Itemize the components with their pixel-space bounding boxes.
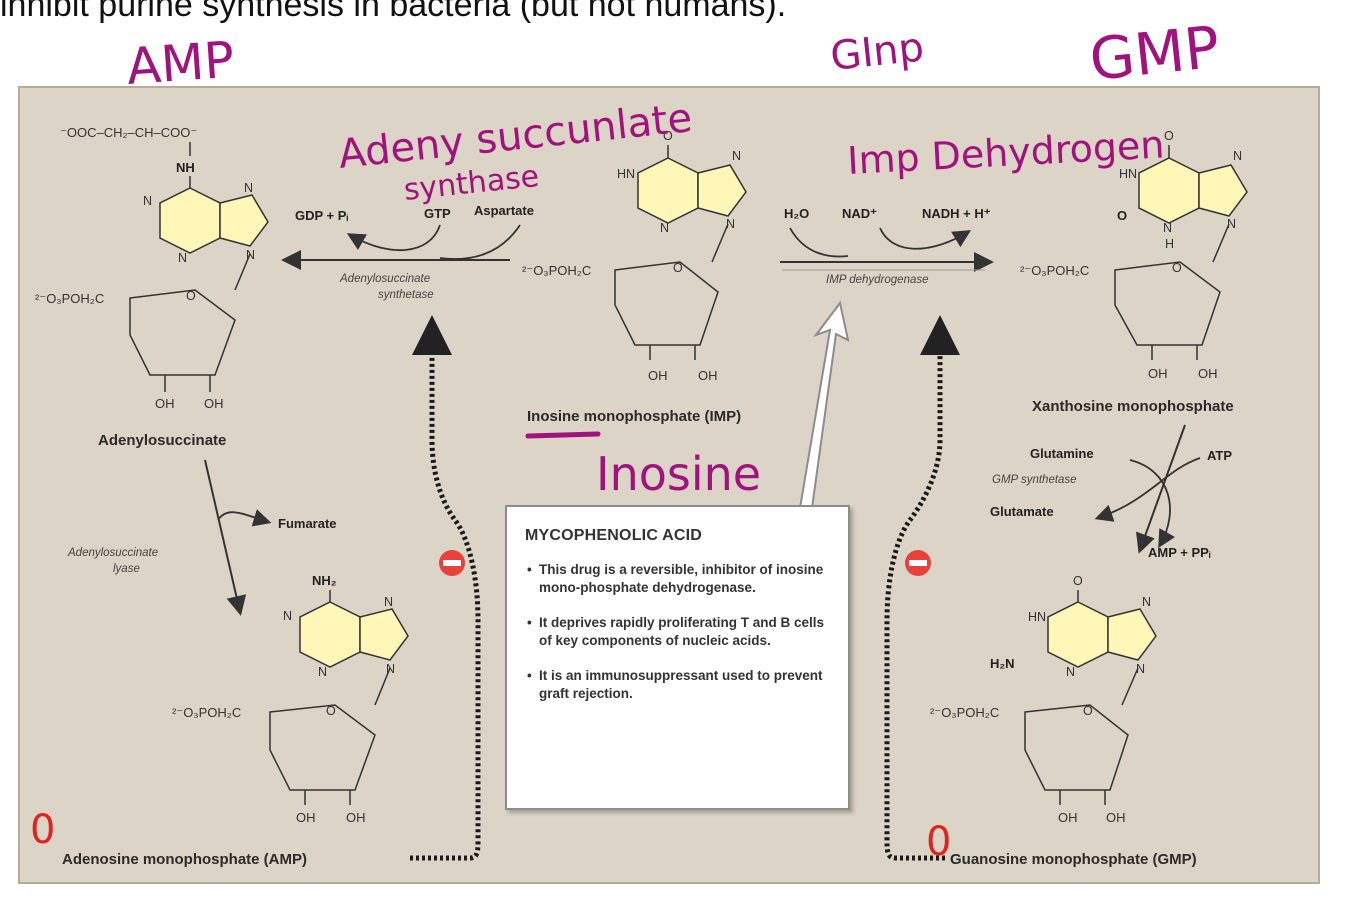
amp-ppi-label: AMP + PPᵢ xyxy=(1148,545,1211,560)
glutamate-label: Glutamate xyxy=(990,504,1054,519)
svg-text:O: O xyxy=(1073,574,1083,588)
svg-text:N: N xyxy=(1233,149,1242,163)
handwritten-gmp: GMP xyxy=(1086,13,1222,94)
svg-text:HN: HN xyxy=(1119,167,1137,181)
svg-text:N: N xyxy=(283,609,292,623)
svg-text:N: N xyxy=(726,217,735,231)
svg-text:N: N xyxy=(246,248,255,262)
imp-phosphate: ²⁻O₃POH₂C xyxy=(522,263,591,278)
aspartate-label: Aspartate xyxy=(474,203,534,218)
svg-text:N: N xyxy=(318,665,327,679)
svg-text:HN: HN xyxy=(617,167,635,181)
adenylosuccinate-label: Adenylosuccinate xyxy=(98,432,226,449)
handwritten-inosine: Inosine xyxy=(596,447,761,501)
imp-dehydrogenase-enzyme: IMP dehydrogenase xyxy=(826,274,929,286)
svg-text:N: N xyxy=(1163,221,1172,235)
gmp-synthetase-enzyme: GMP synthetase xyxy=(992,474,1077,486)
svg-text:N: N xyxy=(178,251,187,265)
h2o-label: H₂O xyxy=(784,206,809,221)
adenylosuccinate-side-chain: ⁻OOC–CH₂–CH–COO⁻ xyxy=(60,125,197,140)
adenylosuccinate-synthetase-enzyme-line1: Adenylosuccinate xyxy=(339,273,430,285)
xmp-oh1: OH xyxy=(1148,366,1168,381)
slide-header-text: inhibit purine synthesis in bacteria (bu… xyxy=(0,0,787,24)
xmp-oh2: OH xyxy=(1198,366,1218,381)
svg-text:O: O xyxy=(326,704,336,718)
svg-text:O: O xyxy=(1083,704,1093,718)
fumarate-label: Fumarate xyxy=(278,516,337,531)
imp-label: Inosine monophosphate (IMP) xyxy=(527,408,741,425)
imp-structure: O HN N N N ²⁻O₃POH₂C O OH OH xyxy=(522,129,747,383)
svg-text:N: N xyxy=(1066,665,1075,679)
gmp-feedback-inhibition xyxy=(884,315,960,861)
svg-text:O: O xyxy=(1164,129,1174,143)
xmp-phosphate: ²⁻O₃POH₂C xyxy=(1020,263,1089,278)
nadh-label: NADH + H⁺ xyxy=(922,206,991,221)
atp-label: ATP xyxy=(1207,448,1232,463)
nad-label: NAD⁺ xyxy=(842,206,877,221)
gmp-h2n: H₂N xyxy=(990,656,1015,671)
imp-dehydrogenase-reaction: H₂O NAD⁺ NADH + H⁺ IMP dehydrogenase xyxy=(780,206,994,286)
gmp-label: Guanosine monophosphate (GMP) xyxy=(950,851,1197,868)
amp-oh1: OH xyxy=(296,810,316,825)
glutamine-label: Glutamine xyxy=(1030,446,1094,461)
imp-oh1: OH xyxy=(648,368,668,383)
info-box-bullets: This drug is a reversible, inhibitor of … xyxy=(525,561,834,703)
svg-text:N: N xyxy=(384,595,393,609)
adenylosuccinate-phosphate: ²⁻O₃POH₂C xyxy=(35,291,104,306)
adenylosuccinate-lyase-reaction: Fumarate Adenylosuccinate lyase xyxy=(67,459,337,616)
info-box-title: MYCOPHENOLIC ACID xyxy=(525,527,703,544)
svg-text:O: O xyxy=(186,289,196,303)
info-bullet: It deprives rapidly proliferating T and … xyxy=(525,614,834,650)
adenylosuccinate-structure: ⁻OOC–CH₂–CH–COO⁻ NH N N N N ²⁻O₃POH₂C O … xyxy=(35,125,269,411)
svg-text:O: O xyxy=(663,129,673,143)
xmp-structure: O HN N O N H N ²⁻O₃POH₂C O OH OH xyxy=(1020,129,1248,381)
adenylosuccinate-synthetase-enzyme-line2: synthetase xyxy=(378,289,434,301)
imp-oh2: OH xyxy=(698,368,718,383)
handwritten-amp: AMP xyxy=(125,31,236,96)
amp-feedback-inhibition xyxy=(410,315,481,861)
svg-text:N: N xyxy=(1142,595,1151,609)
svg-text:N: N xyxy=(143,194,152,208)
handwritten-imp-dehydrogenase: Imp Dehydrogen xyxy=(846,122,1165,183)
handwritten-zero-left: 0 xyxy=(30,807,55,853)
svg-text:N: N xyxy=(386,662,395,676)
adenylosuccinate-nh: NH xyxy=(176,160,195,175)
amp-oh2: OH xyxy=(346,810,366,825)
info-bullet: This drug is a reversible, inhibitor of … xyxy=(525,561,834,597)
svg-text:N: N xyxy=(1227,217,1236,231)
gmp-structure: O HN N H₂N N N ²⁻O₃POH₂C O OH OH xyxy=(930,574,1157,825)
svg-text:H: H xyxy=(1165,237,1174,251)
gdp-pi-label: GDP + Pᵢ xyxy=(295,208,348,223)
amp-phosphate: ²⁻O₃POH₂C xyxy=(172,705,241,720)
mycophenolic-acid-info-box: MYCOPHENOLIC ACID This drug is a reversi… xyxy=(505,505,850,810)
adenylosuccinate-oh1: OH xyxy=(155,396,175,411)
adenylosuccinate-oh2: OH xyxy=(204,396,224,411)
gmp-phosphate: ²⁻O₃POH₂C xyxy=(930,705,999,720)
gmp-synthetase-reaction: Glutamine ATP GMP synthetase Glutamate A… xyxy=(990,424,1232,560)
gmp-oh1: OH xyxy=(1058,810,1078,825)
handwritten-gimp: GInp xyxy=(828,24,926,80)
svg-text:HN: HN xyxy=(1028,610,1046,624)
svg-text:N: N xyxy=(244,181,253,195)
svg-text:O: O xyxy=(673,261,683,275)
amp-structure: NH₂ N N N N ²⁻O₃POH₂C O OH OH xyxy=(172,573,409,825)
info-bullet: It is an immunosuppressant used to preve… xyxy=(525,667,834,703)
handwritten-zero-right: 0 xyxy=(926,819,951,865)
svg-text:O: O xyxy=(1172,261,1182,275)
adenylosuccinate-synthetase-reaction: GDP + Pᵢ GTP Aspartate Adenylosuccinate … xyxy=(281,203,534,301)
amp-nh2: NH₂ xyxy=(312,573,337,588)
callout-arrow xyxy=(798,300,850,509)
svg-text:N: N xyxy=(732,149,741,163)
svg-text:N: N xyxy=(1136,662,1145,676)
adenylosuccinate-lyase-enzyme-line1: Adenylosuccinate xyxy=(67,547,158,559)
svg-text:O: O xyxy=(1117,208,1127,223)
xmp-label: Xanthosine monophosphate xyxy=(1032,398,1234,415)
gtp-label: GTP xyxy=(424,206,451,221)
amp-label: Adenosine monophosphate (AMP) xyxy=(62,851,307,868)
gmp-oh2: OH xyxy=(1106,810,1126,825)
adenylosuccinate-lyase-enzyme-line2: lyase xyxy=(113,563,140,575)
svg-text:N: N xyxy=(660,221,669,235)
